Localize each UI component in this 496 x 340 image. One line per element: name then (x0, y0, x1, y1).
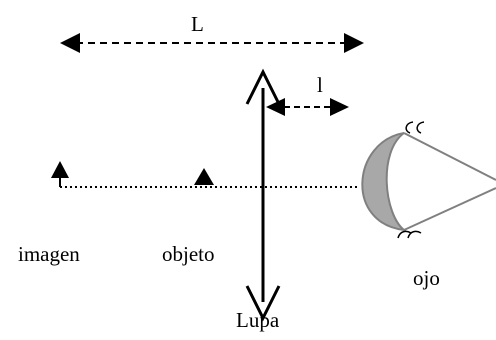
eyelash-bottom-icon (397, 230, 422, 239)
distance-l-label: l (317, 73, 323, 97)
image-arrow (51, 161, 69, 187)
lens-arrow (245, 68, 281, 322)
distance-L-label: L (191, 12, 204, 36)
lens-label: Lupa (236, 308, 280, 332)
image-label: imagen (18, 242, 80, 266)
distance-L-arrow (60, 33, 364, 53)
eyelash-top-icon (405, 121, 425, 134)
eye-icon (361, 121, 496, 239)
object-label: objeto (162, 242, 215, 266)
distance-l-arrow (266, 98, 349, 116)
object-arrow (194, 168, 214, 185)
eye-label: ojo (413, 266, 440, 290)
